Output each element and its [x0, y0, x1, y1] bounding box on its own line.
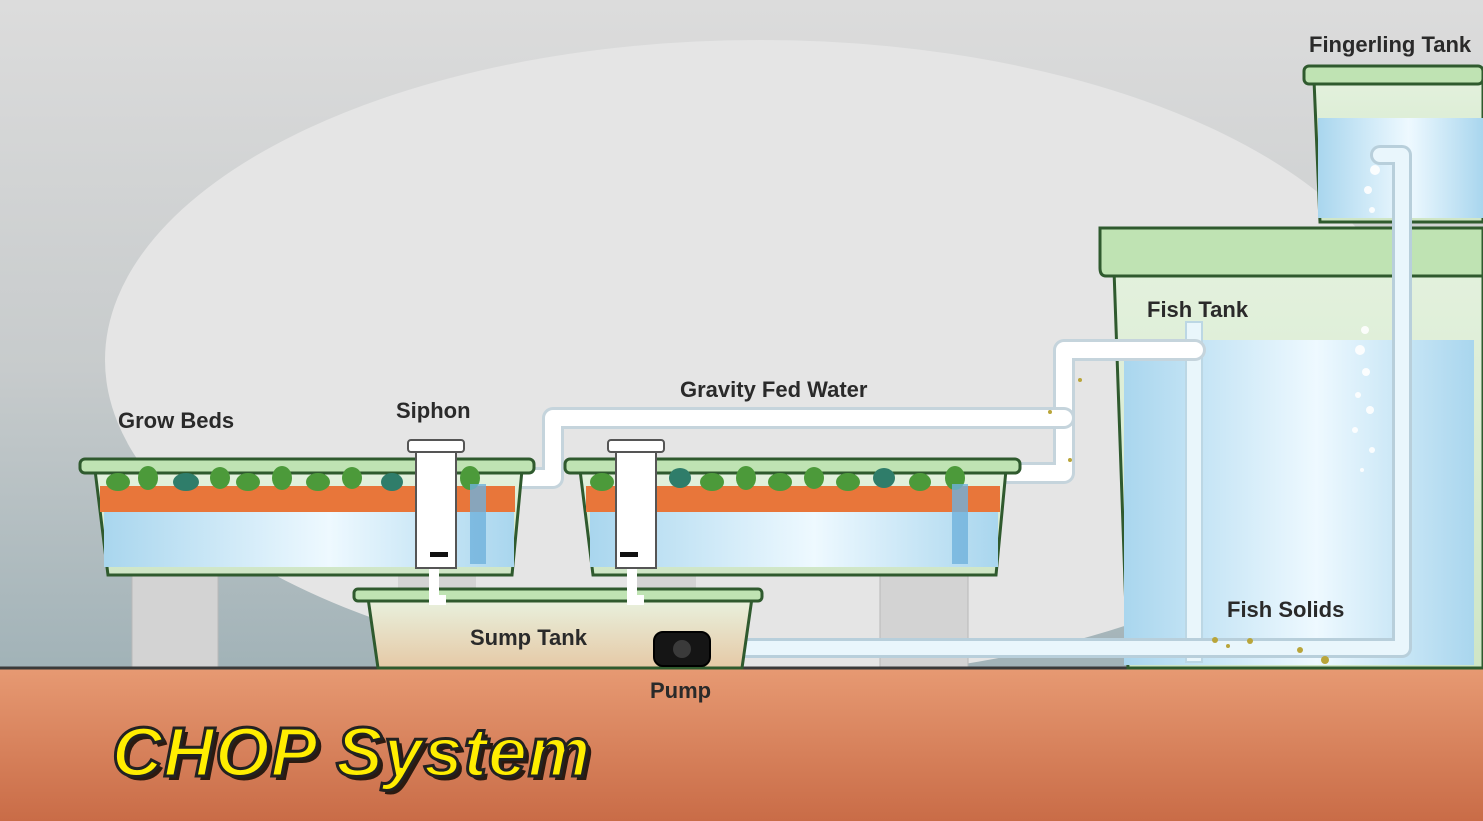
grow-bed-1-outflow: [470, 484, 486, 564]
grow-bed-1-stand-left: [131, 574, 219, 671]
grow-bed-1-plants: [106, 466, 480, 491]
fish-solids-particles: [1048, 378, 1329, 664]
label-fish-solids: Fish Solids: [1227, 597, 1345, 622]
grow-bed-2: [563, 457, 1022, 577]
siphon-2: [607, 439, 665, 605]
label-fish-tank: Fish Tank: [1147, 297, 1249, 322]
grow-bed-2-plants: [590, 466, 965, 491]
grow-bed-2-outflow: [952, 484, 968, 564]
siphon-1: [407, 439, 465, 605]
pump: [653, 631, 711, 667]
label-fingerling-tank: Fingerling Tank: [1309, 32, 1472, 57]
fish-tank: [1098, 226, 1483, 670]
water-spray: [1352, 165, 1380, 472]
label-pump: Pump: [650, 678, 712, 703]
diagram-title: CHOP System: [110, 712, 592, 793]
label-gravity-fed-water: Gravity Fed Water: [680, 377, 868, 402]
return-pipe: [700, 145, 1412, 658]
ground: [0, 667, 1483, 821]
label-sump-tank: Sump Tank: [470, 625, 587, 650]
label-grow-beds: Grow Beds: [118, 408, 235, 433]
label-siphon: Siphon: [396, 398, 471, 423]
